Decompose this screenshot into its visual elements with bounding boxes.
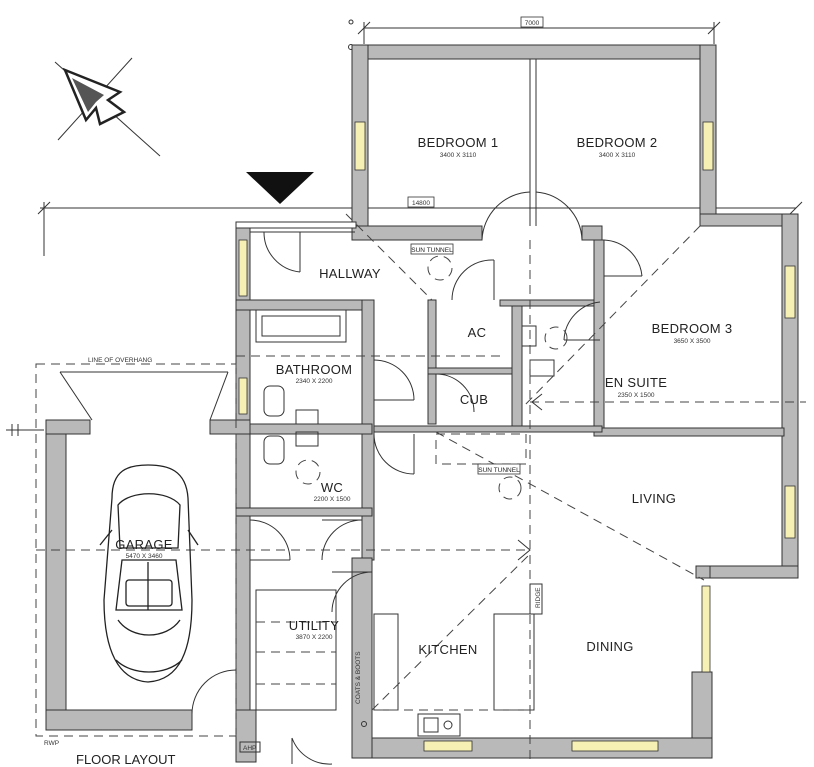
dimension-lines: 7000 14800 [37, 16, 803, 256]
sun-tunnel-tag-1: SUN TUNNEL [411, 247, 453, 254]
coats-boots-label: COATS & BOOTS [355, 651, 362, 704]
room-size-bedroom3: 3650 X 3500 [674, 338, 711, 345]
partitions [235, 59, 605, 560]
north-arrow-icon [54, 57, 161, 157]
room-name-ensuite: EN SUITE [605, 375, 667, 390]
room-name-garage: GARAGE [115, 537, 172, 552]
room-name-bedroom1: BEDROOM 1 [418, 135, 499, 150]
ahp-label: AHP [243, 745, 256, 752]
room-name-dining: DINING [586, 639, 633, 654]
room-size-ensuite: 2350 X 1500 [618, 392, 655, 399]
room-labels: BEDROOM 1 3400 X 3110 BEDROOM 2 3400 X 3… [115, 135, 732, 657]
room-size-garage: 5470 X 3460 [126, 553, 163, 560]
doors [191, 191, 643, 765]
sun-tunnel-tag-2: SUN TUNNEL [478, 467, 520, 474]
car-icon [99, 464, 199, 683]
dim-overall-width: 14800 [412, 200, 430, 207]
room-name-utility: UTILITY [289, 618, 340, 633]
windows [238, 121, 796, 752]
room-name-living: LIVING [632, 491, 676, 506]
section-marker-icon [246, 172, 314, 204]
room-name-kitchen: KITCHEN [418, 642, 477, 657]
ridge-label: RIDGE [535, 587, 542, 608]
dim-top-width: 7000 [525, 20, 540, 27]
room-size-bedroom2: 3400 X 3110 [599, 152, 636, 159]
room-size-utility: 3870 X 2200 [296, 634, 333, 641]
line-of-overhang-label: LINE OF OVERHANG [88, 357, 152, 364]
annotations: SUN TUNNEL SUN TUNNEL LINE OF OVERHANG R… [44, 243, 542, 767]
room-size-wc: 2200 X 1500 [314, 496, 351, 503]
room-size-bedroom1: 3400 X 3110 [440, 152, 477, 159]
overhang-and-section-lines [6, 213, 806, 762]
room-name-bedroom3: BEDROOM 3 [652, 321, 733, 336]
room-name-ac: AC [468, 325, 487, 340]
room-name-cub: CUB [460, 392, 488, 407]
room-size-bathroom: 2340 X 2200 [296, 378, 333, 385]
room-name-hallway: HALLWAY [319, 266, 381, 281]
room-name-bedroom2: BEDROOM 2 [577, 135, 658, 150]
drawing-title: FLOOR LAYOUT [76, 752, 176, 767]
room-name-bathroom: BATHROOM [276, 362, 353, 377]
room-name-wc: WC [321, 480, 343, 495]
rwp-label: RWP [44, 740, 59, 747]
